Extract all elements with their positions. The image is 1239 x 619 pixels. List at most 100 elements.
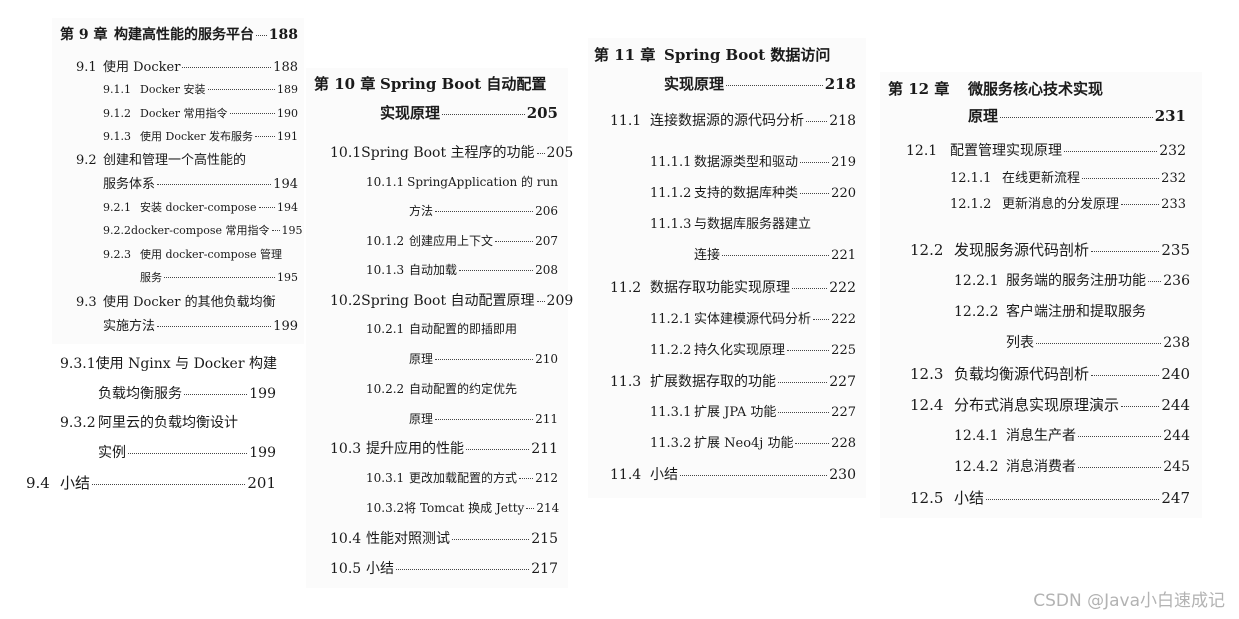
toc-entry-title: 原理 [409, 412, 434, 426]
toc-entry-title: 服务 [140, 271, 162, 284]
dot-leader [722, 255, 830, 256]
toc-entry-title: Spring Boot 数据访问 [664, 46, 831, 64]
dot-leader [207, 89, 275, 90]
toc-entry-number: 12.4.2 [954, 459, 999, 475]
toc-entry-title: 原理 [409, 352, 434, 366]
toc-entry-number: 9.3.2 [60, 415, 96, 431]
dot-leader [1036, 343, 1162, 344]
toc-entry-title: 消息生产者 [1006, 428, 1076, 444]
toc-entry-title: 安装 docker-compose [140, 201, 257, 214]
toc-entry-title: 小结 [366, 561, 394, 577]
toc-entry-number: 9.1.3 [103, 130, 131, 143]
toc-entry-number: 11.4 [610, 467, 642, 483]
dot-leader [157, 326, 272, 327]
toc-entry-title: Spring Boot 自动配置原理 [361, 293, 535, 309]
toc-entry: 实例 199 [60, 446, 276, 460]
toc-entry-number: 11.1.3 [650, 217, 692, 232]
dot-leader [778, 412, 830, 413]
dot-leader [396, 569, 530, 570]
dot-leader [182, 67, 272, 68]
toc-entry-title: docker-compose 常用指令 [131, 224, 270, 237]
toc-entry-title: Spring Boot 自动配置 [380, 75, 547, 93]
toc-entry-page: 201 [247, 474, 276, 492]
toc-entry-number: 第 9 章 [60, 27, 108, 43]
toc-entry-page: 209 [546, 293, 574, 309]
toc-entry-title: 数据存取功能实现原理 [650, 280, 790, 296]
toc-entry-title: 发现服务源代码剖析 [954, 241, 1090, 259]
toc-entry-number: 11.2.2 [650, 343, 692, 358]
toc-entry: 服务 195 [103, 272, 298, 283]
toc-entry-title: 实体建模源代码分析 [694, 312, 812, 327]
dot-leader [1078, 467, 1162, 468]
toc-entry-title: 更改加载配置的方式 [409, 471, 518, 485]
toc-entry-number: 10.3.2 [366, 501, 405, 515]
toc-entry-page: 235 [1161, 241, 1190, 259]
toc-entry-title: 实现原理 [664, 75, 725, 93]
toc-entry-number: 12.1.2 [950, 197, 992, 212]
toc-entry-title: 使用 Docker 发布服务 [140, 130, 254, 143]
dot-leader [726, 85, 823, 86]
toc-entry-page: 210 [535, 352, 558, 366]
toc-entry-title: 扩展 JPA 功能 [694, 405, 777, 420]
toc-entry-number: 9.2.1 [103, 201, 131, 214]
toc-entry-number: 12.3 [910, 365, 944, 383]
toc-entry-number: 10.2.2 [366, 382, 405, 396]
toc-entry-title: 数据源类型和驱动 [694, 155, 799, 170]
toc-entry-title: 连接 [694, 248, 721, 263]
toc-entry-number: 12.5 [910, 489, 944, 507]
dot-leader [1078, 436, 1162, 437]
dot-leader [255, 136, 275, 137]
toc-entry-title: 使用 Docker 的其他负载均衡 [103, 295, 276, 310]
toc-entry-page: 227 [831, 405, 856, 420]
toc-entry-number: 11.3.2 [650, 436, 692, 451]
toc-entry-number: 11.2 [610, 280, 642, 296]
toc-entry-title: 实例 [98, 445, 126, 461]
toc-entry-page: 188 [268, 27, 298, 43]
dot-leader [452, 539, 530, 540]
toc-entry-number: 9.2 [76, 153, 97, 168]
dot-leader [442, 114, 525, 115]
dot-leader [806, 121, 828, 122]
toc-entry: 原理 210 [366, 353, 558, 365]
toc-entry-page: 199 [249, 445, 276, 461]
dot-leader [1064, 151, 1158, 152]
toc-entry-number: 10.3 [330, 441, 362, 457]
toc-entry-number: 10.2 [330, 293, 362, 309]
toc-entry-number: 10.1.3 [366, 263, 405, 277]
dot-leader [813, 319, 830, 320]
toc-entry-number: 10.1.1 [366, 175, 405, 189]
toc-entry-number: 10.1.2 [366, 234, 405, 248]
toc-entry-page: 195 [277, 271, 298, 284]
toc-entry-page: 199 [249, 386, 276, 402]
toc-entry-number: 11.3.1 [650, 405, 692, 420]
panel-ch9 [52, 18, 304, 344]
toc-entry-title: 实现原理 [380, 104, 441, 122]
toc-entry-page: 232 [1161, 171, 1186, 186]
toc-entry-number: 12.4 [910, 396, 944, 414]
toc-entry-title: 实施方法 [103, 319, 156, 334]
toc-entry-title: 负载均衡源代码剖析 [954, 365, 1090, 383]
toc-entry-page: 214 [536, 501, 560, 515]
toc-entry-title: 自动配置的约定优先 [409, 382, 518, 396]
toc-entry-title: 列表 [1006, 335, 1034, 351]
toc-entry-page: 212 [535, 471, 558, 485]
